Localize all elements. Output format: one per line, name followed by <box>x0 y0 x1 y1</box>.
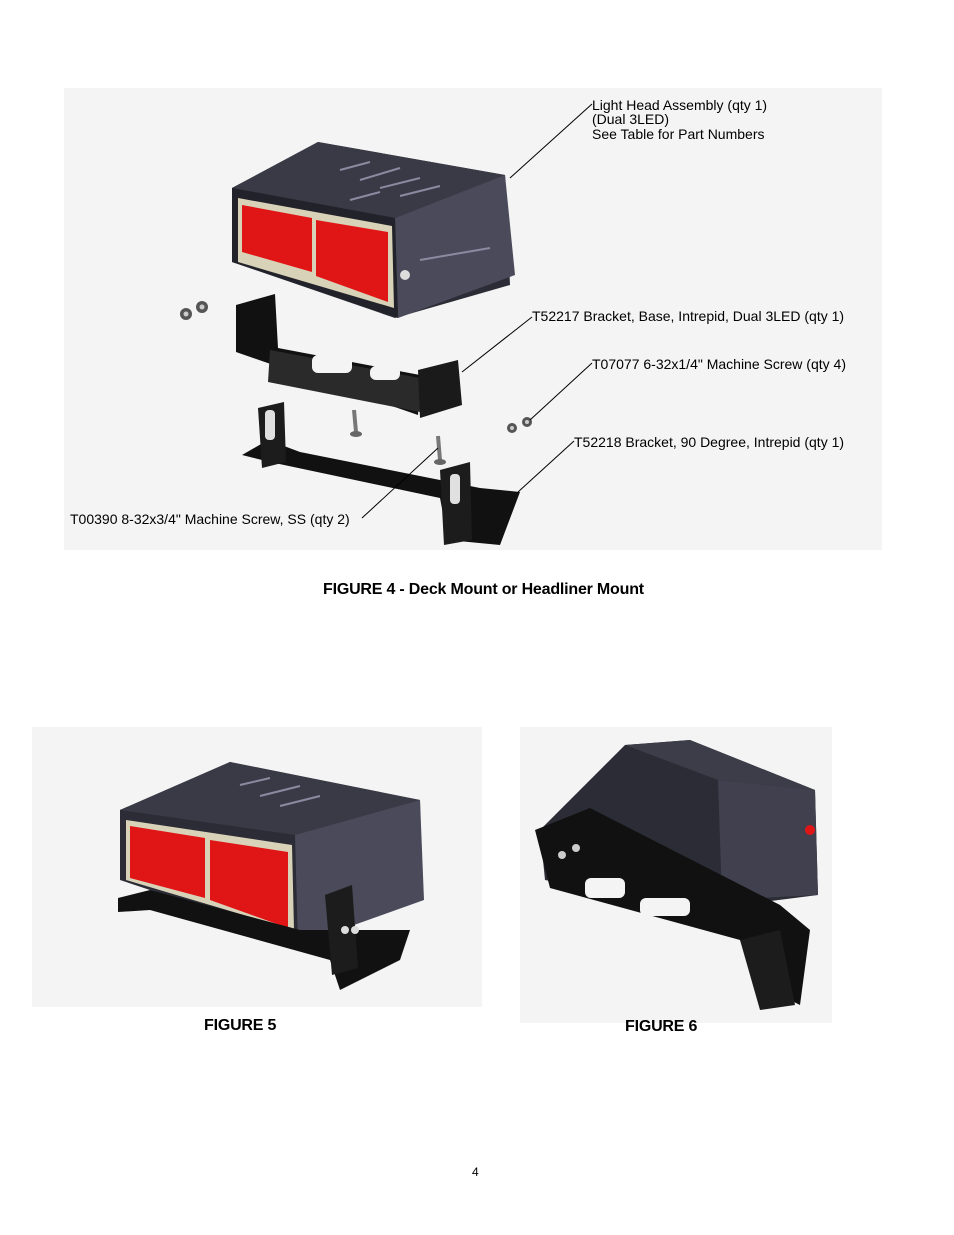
page-number: 4 <box>472 1165 479 1179</box>
figure-4-background <box>64 88 882 550</box>
callout-light-head-line3: See Table for Part Numbers <box>592 126 765 142</box>
callout-light-head-line2: (Dual 3LED) <box>592 111 670 127</box>
leader-lines <box>361 103 593 519</box>
callout-light-head-line1: Light Head Assembly (qty 1) <box>592 97 768 113</box>
figure-4-caption: FIGURE 4 - Deck Mount or Headliner Mount <box>323 581 644 598</box>
callout-base-bracket: T52217 Bracket, Base, Intrepid, Dual 3LE… <box>532 308 845 324</box>
machine-screws <box>350 409 532 465</box>
base-bracket <box>236 294 462 418</box>
nuts-top-left <box>180 301 208 320</box>
callout-bracket-90-degree: T52218 Bracket, 90 Degree, Intrepid (qty… <box>574 434 845 450</box>
callout-machine-screw-ss: T00390 8-32x3/4" Machine Screw, SS (qty … <box>70 511 350 527</box>
figure-5-caption: FIGURE 5 <box>204 1017 277 1034</box>
figure-6-caption: FIGURE 6 <box>625 1018 698 1035</box>
callout-machine-screw-qty4: T07077 6-32x1/4" Machine Screw (qty 4) <box>592 356 846 372</box>
bracket-90-degree <box>242 402 520 545</box>
light-head-assembly <box>232 142 515 318</box>
